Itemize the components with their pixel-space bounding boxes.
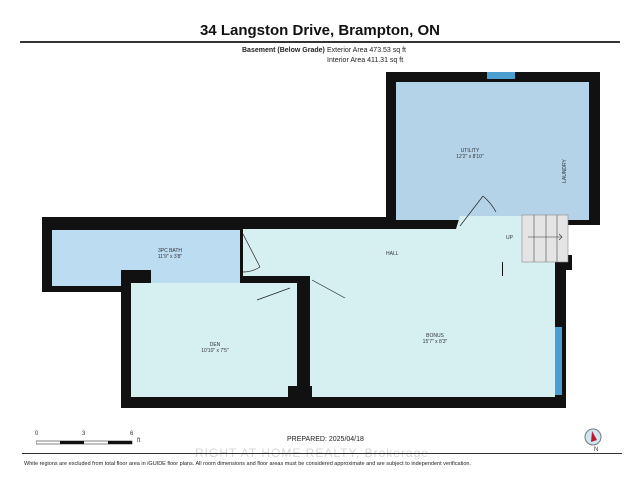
room-dims: 15'7" x 8'3" [422,339,448,345]
prepared-date: PREPARED: 2025/04/18 [287,436,364,443]
room-name: UTILITY [460,148,480,154]
footer-divider [22,453,622,454]
room-name: 3PC BATH [157,248,183,254]
room-den [131,283,297,397]
exterior-area: Exterior Area 473.53 sq ft [327,47,406,54]
laundry-label: LAUNDRY [561,159,568,183]
page-title: 34 Langston Drive, Brampton, ON [199,22,441,39]
room-bonus [310,276,555,397]
scale-unit: ft [137,438,141,444]
up-label: UP [506,235,513,241]
room-hall [243,216,522,276]
compass-icon [584,428,602,446]
scale-tick: 3 [82,431,86,437]
title-divider [20,41,620,43]
room-label-hall: HALL [386,251,399,257]
room-dims: 11'9" x 3'8" [157,254,183,260]
window [555,327,562,395]
room-dims: 12'2" x 8'10" [456,154,484,160]
room-utility [396,82,589,220]
compass-north: N [594,447,599,453]
level-label: Basement (Below Grade) [242,47,325,54]
stairs [521,214,569,263]
disclaimer: White regions are excluded from total fl… [24,461,471,467]
door-swings [242,195,497,301]
scale-tick: 6 [130,431,134,437]
scale-tick: 0 [35,431,39,437]
interior-area: Interior Area 411.31 sq ft [327,57,404,64]
room-dims: 10'10" x 7'5" [201,348,229,354]
room-name: DEN [209,342,221,348]
window [487,72,515,79]
room-name: BONUS [426,333,444,339]
